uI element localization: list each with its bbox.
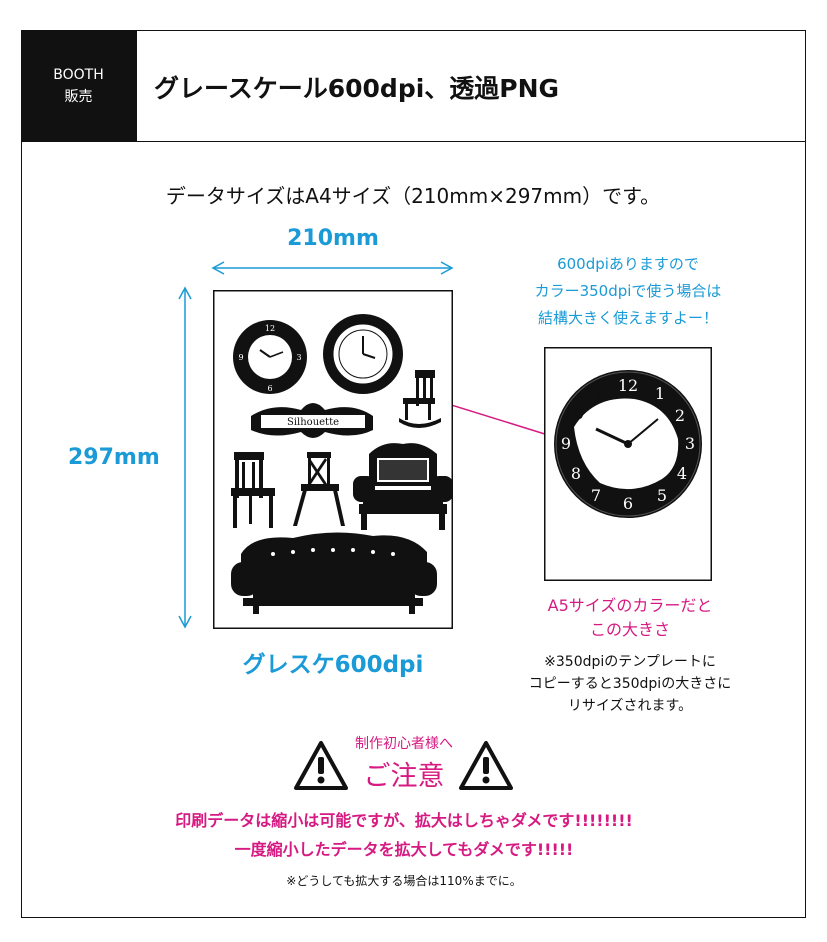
a5-note-line2: コピーすると350dpiの大きさに [528, 676, 732, 692]
content-frame: BOOTH 販売 グレースケール600dpi、透過PNG [21, 30, 806, 918]
height-label: 297mm [68, 445, 160, 470]
svg-text:5: 5 [657, 486, 667, 505]
svg-text:6: 6 [623, 494, 633, 513]
svg-text:3: 3 [685, 434, 695, 453]
a4-caption: グレスケ600dpi [242, 652, 424, 678]
page-title: グレースケール600dpi、透過PNG [154, 74, 560, 103]
svg-text:11: 11 [584, 384, 604, 403]
header: BOOTH 販売 グレースケール600dpi、透過PNG [22, 31, 805, 142]
callout-line3: 結構大きく使えますよー！ [537, 309, 718, 327]
warning-title: ご注意 [363, 761, 445, 792]
svg-text:6: 6 [267, 384, 272, 393]
warning-small-text: 制作初心者様へ [355, 736, 453, 752]
height-arrow [178, 286, 192, 629]
svg-text:12: 12 [618, 376, 638, 395]
sofa-icon [231, 532, 437, 614]
warning-line2: 一度縮小したデータを拡大してもダメです!!!!! [234, 840, 574, 859]
emblem-text: Silhouette [287, 417, 339, 428]
width-arrow [211, 261, 454, 275]
a5-note: ※350dpiのテンプレートに コピーすると350dpiの大きさに リサイズされ… [529, 651, 731, 717]
warning-note: ※どうしても拡大する場合は110%までに。 [286, 874, 522, 888]
svg-text:1: 1 [655, 384, 665, 403]
clock-ornate-icon [323, 314, 403, 394]
callout-line2: カラー350dpiで使う場合は [534, 282, 722, 300]
callout-text: 600dpiありますので カラー350dpiで使う場合は 結構大きく使えますよー… [535, 251, 722, 332]
svg-text:4: 4 [677, 464, 687, 483]
a5-caption-line1: A5サイズのカラーだと [547, 596, 713, 615]
a5-note-line1: ※350dpiのテンプレートに [544, 654, 716, 670]
a5-caption-line2: この大きさ [589, 620, 670, 639]
badge-line2: 販売 [64, 89, 93, 105]
warning-line1: 印刷データは縮小は可能ですが、拡大はしちゃダメです!!!!!!!! [175, 811, 633, 830]
a4-sheet: 12 3 6 9 Silhouette [213, 290, 453, 629]
badge-line1: BOOTH [53, 67, 104, 83]
a5-note-line3: リサイズされます。 [567, 698, 693, 714]
a5-caption: A5サイズのカラーだと この大きさ [548, 594, 713, 642]
rocking-chair-icon [399, 370, 441, 428]
svg-text:12: 12 [265, 324, 275, 333]
width-label: 210mm [287, 226, 379, 251]
silhouette-emblem-icon: Silhouette [251, 403, 373, 438]
callout-line1: 600dpiありますので [557, 255, 699, 273]
svg-text:3: 3 [296, 353, 301, 362]
booth-badge: BOOTH 販売 [22, 31, 135, 141]
svg-text:9: 9 [561, 434, 571, 453]
side-chair-icon [231, 452, 275, 528]
svg-text:10: 10 [564, 404, 584, 423]
armchair-icon [353, 443, 453, 530]
svg-text:9: 9 [238, 353, 243, 362]
a5-sheet: 12 1 2 3 4 5 6 7 8 9 10 11 [544, 347, 712, 581]
header-divider [135, 31, 137, 141]
clock-large-icon: 12 1 2 3 4 5 6 7 8 9 10 11 [554, 370, 702, 518]
svg-text:2: 2 [675, 406, 685, 425]
size-note: データサイズはA4サイズ（210mm×297mm）です。 [165, 184, 661, 208]
bistro-chair-icon [293, 452, 345, 526]
svg-text:7: 7 [591, 486, 601, 505]
clock-small-icon: 12 3 6 9 [233, 320, 307, 394]
svg-text:8: 8 [571, 464, 581, 483]
